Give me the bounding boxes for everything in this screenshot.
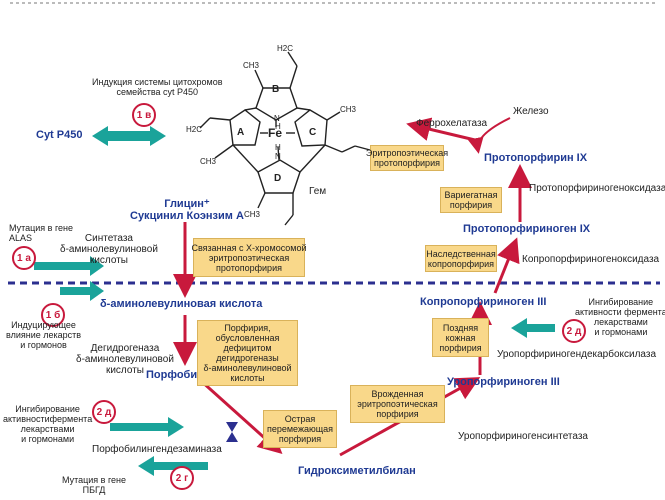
pbg-label: Порфобилиноген bbox=[146, 369, 242, 381]
enzyme-block-icon bbox=[226, 422, 238, 442]
inducing-text: Индуцирующее влияние лекарств и гормонов bbox=[6, 320, 82, 350]
box-epp: Эритропоэтическая протопорфирия bbox=[366, 145, 448, 171]
proto-label: Протопорфирин IX bbox=[484, 152, 588, 164]
box-hcp: Наследственная копропорфирия bbox=[425, 245, 497, 272]
n-label-top: N bbox=[274, 114, 280, 123]
iron-label: Железо bbox=[513, 106, 549, 117]
inhibit-left-text: Ингибирование активностифермента лекарст… bbox=[3, 404, 93, 444]
uro-synthase-label: Уропорфириногенсинтетаза bbox=[458, 431, 588, 442]
methyl-d: CH3 bbox=[244, 210, 261, 219]
cyp-double-arrow bbox=[92, 126, 166, 146]
ring-d-label: D bbox=[274, 173, 282, 184]
cyp-label: Cyt P450 bbox=[36, 129, 83, 141]
uro-decarboxylase-label: Уропорфириногендекарбоксилаза bbox=[497, 349, 657, 360]
box-aip: Острая перемежающая порфирия bbox=[263, 410, 337, 448]
h-label-top: H bbox=[275, 122, 281, 131]
ala-synthase-label: Синтетаза δ-аминолевулиновой кислоты bbox=[60, 233, 158, 266]
vinyl-label-left: H2C bbox=[186, 125, 203, 134]
hmb-label: Гидроксиметилбилан bbox=[298, 465, 416, 477]
teal-arrows bbox=[34, 126, 555, 476]
heme-label: Гем bbox=[309, 186, 327, 197]
proto-oxidase-label: Протопорфириногеноксидаза bbox=[529, 183, 665, 194]
vinyl-label-top: H2C bbox=[277, 44, 294, 53]
ring-a-label: A bbox=[237, 127, 245, 138]
ring-c-label: C bbox=[309, 127, 317, 138]
ala-dehydrogenase-label: Дегидрогеназа δ-аминолевулиновой кислоты bbox=[76, 343, 174, 376]
box-cep: Врожденная эритропоэтическая порфирия bbox=[350, 385, 445, 423]
box-alad: Порфирия, обусловленная дефицитом дегидр… bbox=[197, 320, 298, 386]
inhibit-right-text: Ингибирование активности фермента лекарс… bbox=[575, 297, 665, 337]
methyl-a: CH3 bbox=[200, 157, 217, 166]
ferrochelatase-label: Феррохелатаза bbox=[416, 118, 488, 129]
fe-label: Fe bbox=[268, 126, 283, 140]
box-pct: Поздняя кожная порфирия bbox=[432, 318, 489, 357]
mutation-pbgd-text: Мутация в гене ПБГД bbox=[62, 475, 127, 495]
inducing-arrow bbox=[60, 281, 104, 301]
inhibit-right-arrow bbox=[511, 318, 555, 338]
h-label-bottom: H bbox=[275, 143, 281, 152]
badge-2d-right: 2 д bbox=[562, 319, 586, 343]
heme-structure bbox=[199, 51, 371, 226]
ring-b-label: B bbox=[272, 84, 280, 95]
uro-label: Уропорфириноген III bbox=[447, 376, 560, 388]
glycine-label: Глицин⁺ Сукцинил Коэнзим А bbox=[130, 198, 244, 222]
badge-1v: 1 в bbox=[132, 103, 156, 127]
methyl-c: CH3 bbox=[340, 105, 357, 114]
copro-oxidase-label: Копропорфириногеноксидаза bbox=[522, 254, 660, 265]
copro-label: Копропорфириноген III bbox=[420, 296, 547, 308]
cyp-induction-text: Индукция системы цитохромов семейства cy… bbox=[92, 77, 223, 97]
n-label-bottom: N bbox=[275, 152, 281, 161]
methyl-b: CH3 bbox=[243, 61, 260, 70]
ala-label: δ-аминолевулиновая кислота bbox=[100, 298, 263, 310]
mutation-alas-text: Мутация в гене ALAS bbox=[9, 223, 74, 243]
pbgd-label: Порфобилингендезаминаза bbox=[92, 444, 222, 455]
box-vp: Вариегатная порфирия bbox=[440, 187, 502, 213]
badge-1b: 1 б bbox=[41, 303, 65, 327]
inhibit-left-arrow bbox=[110, 417, 184, 437]
badge-1a: 1 а bbox=[12, 246, 36, 270]
alas-arrow bbox=[34, 256, 104, 276]
box-xlinked: Связанная с Х-хромосомой эритропоэтическ… bbox=[191, 238, 307, 277]
pbgd-mutation-arrow bbox=[138, 456, 208, 476]
badge-2g: 2 г bbox=[170, 466, 194, 490]
badge-2d-left: 2 д bbox=[92, 400, 116, 424]
proto-gen-label: Протопорфириноген IX bbox=[463, 223, 591, 235]
